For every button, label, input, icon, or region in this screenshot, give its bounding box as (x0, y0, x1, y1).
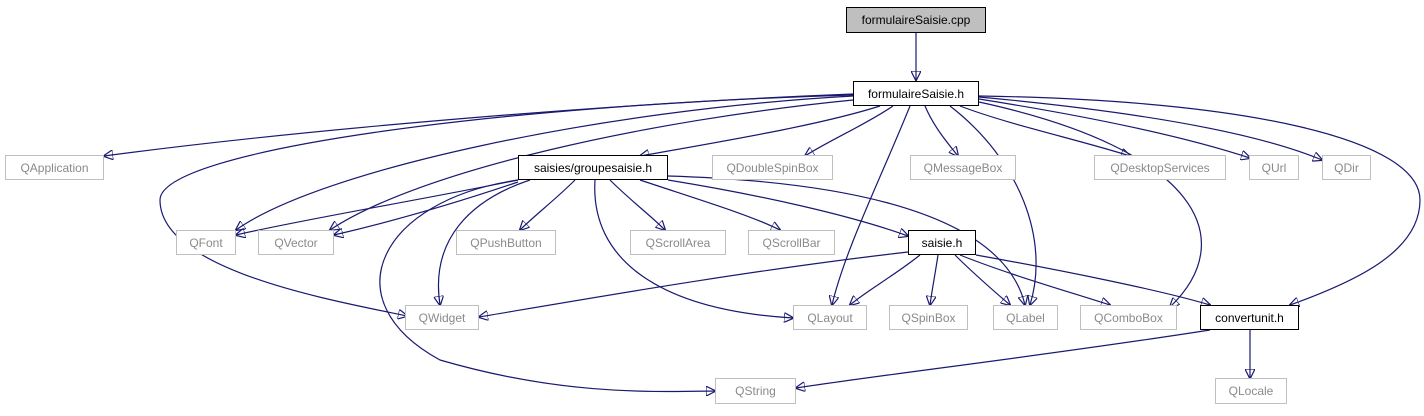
edge-formulairesaisie-h-to-qurl (978, 98, 1250, 158)
node-convertunit-h[interactable]: convertunit.h (1200, 305, 1299, 330)
node-qscrollarea[interactable]: QScrollArea (630, 230, 726, 255)
node-qpushbutton[interactable]: QPushButton (456, 230, 556, 255)
node-qdesktopservices[interactable]: QDesktopServices (1094, 155, 1226, 180)
edge-saisie-h-to-qlayout (850, 254, 921, 305)
edge-formulairesaisie-h-to-qdoublespinbox (805, 105, 894, 156)
edge-groupesaisie-h-to-qstring (379, 179, 715, 392)
edge-convertunit-h-to-qstring (796, 329, 1211, 388)
node-qfont[interactable]: QFont (176, 230, 236, 255)
edge-formulairesaisie-h-to-qfont (236, 95, 854, 230)
edge-saisie-h-to-qspinbox (930, 254, 939, 305)
edge-formulairesaisie-h-to-qwidget (159, 94, 854, 316)
edge-formulairesaisie-h-to-qmessagebox (924, 105, 958, 156)
node-formulairesaisie-h[interactable]: formulaireSaisie.h (853, 81, 979, 106)
node-qdir[interactable]: QDir (1322, 155, 1371, 180)
edge-formulairesaisie-h-to-qcombobox (978, 101, 1203, 307)
edge-formulairesaisie-h-to-qlabel (949, 105, 1036, 305)
edge-formulairesaisie-h-to-qdir (978, 96, 1322, 160)
node-qurl[interactable]: QUrl (1249, 155, 1299, 180)
edge-groupesaisie-h-to-qfont (236, 179, 519, 235)
edge-formulairesaisie-h-to-groupesaisie-h (640, 105, 881, 156)
node-formulairesaisie-cpp[interactable]: formulaireSaisie.cpp (846, 7, 986, 33)
edge-formulairesaisie-h-to-qvector (330, 99, 854, 230)
node-saisie-h[interactable]: saisie.h (908, 230, 976, 255)
edge-saisie-h-to-qwidget (479, 251, 909, 317)
node-qspinbox[interactable]: QSpinBox (889, 305, 968, 330)
edge-formulairesaisie-h-to-qlayout (832, 105, 911, 305)
edge-groupesaisie-h-to-saisie-h (667, 179, 908, 236)
edge-saisie-h-to-convertunit-h (975, 254, 1210, 305)
node-groupesaisie-h[interactable]: saisies/groupesaisie.h (518, 155, 668, 180)
edge-formulairesaisie-h-to-convertunit-h (978, 95, 1421, 305)
edge-groupesaisie-h-to-qvector (334, 181, 519, 235)
node-qlabel[interactable]: QLabel (993, 305, 1058, 330)
edge-groupesaisie-h-to-qwidget (438, 179, 531, 305)
edge-groupesaisie-h-to-qlayout (594, 179, 793, 318)
node-qlayout[interactable]: QLayout (793, 305, 867, 330)
node-qscrollbar[interactable]: QScrollBar (748, 230, 835, 255)
node-qvector[interactable]: QVector (258, 230, 334, 255)
edge-formulairesaisie-h-to-qdesktopservices (959, 105, 1130, 156)
edge-groupesaisie-h-to-qscrollarea (609, 179, 665, 230)
edge-saisie-h-to-qlabel (954, 254, 1010, 305)
edge-groupesaisie-h-to-qpushbutton (520, 179, 576, 230)
node-qdoublespinbox[interactable]: QDoubleSpinBox (712, 155, 833, 180)
edge-groupesaisie-h-to-qscrollbar (639, 179, 780, 230)
node-qapplication[interactable]: QApplication (5, 155, 104, 180)
node-qlocale[interactable]: QLocale (1215, 378, 1287, 404)
node-qcombobox[interactable]: QComboBox (1080, 305, 1177, 330)
node-qmessagebox[interactable]: QMessageBox (910, 155, 1016, 180)
node-qstring[interactable]: QString (715, 378, 796, 404)
node-qwidget[interactable]: QWidget (405, 305, 479, 330)
edge-saisie-h-to-qcombobox (959, 254, 1110, 305)
